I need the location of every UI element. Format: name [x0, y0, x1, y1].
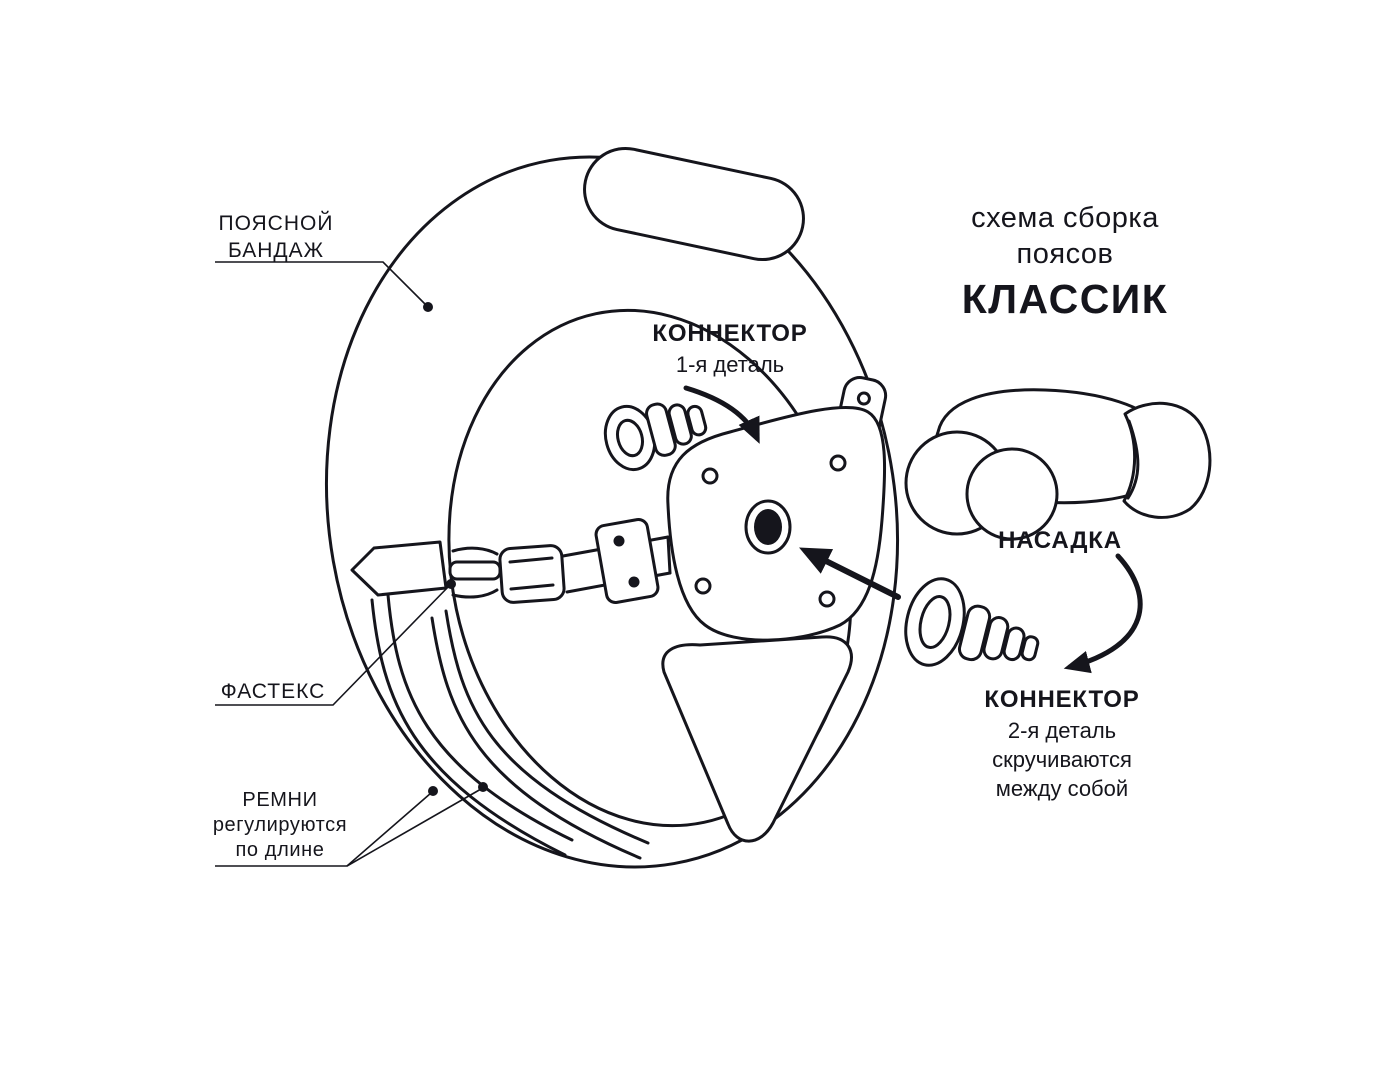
straps-line1: РЕМНИ — [242, 789, 318, 811]
connector2-title: КОННЕКТОР — [984, 686, 1140, 713]
connector1-title: КОННЕКТОР — [652, 320, 808, 347]
connector2-note1: скручиваются — [992, 747, 1132, 772]
front-panel — [661, 635, 853, 843]
connector1-subtitle: 1-я деталь — [675, 352, 785, 377]
connector-part2 — [904, 577, 1040, 667]
waistband-line2: БАНДАЖ — [227, 239, 325, 262]
label-straps: РЕМНИ регулируются по длине — [198, 788, 362, 863]
straps-line2: регулируются — [212, 814, 348, 836]
leader-waistband — [215, 261, 433, 312]
title-line2: поясов — [1016, 238, 1114, 270]
arrow-attachment — [1063, 553, 1143, 674]
fastex-buckle — [350, 540, 566, 604]
title-line3: КЛАССИК — [961, 276, 1169, 322]
strap-adjuster — [561, 518, 672, 604]
front-plate — [666, 405, 887, 642]
waist-pad — [583, 146, 805, 262]
leader-straps — [215, 782, 488, 867]
label-connector1: КОННЕКТОР 1-я деталь — [622, 320, 838, 379]
adjustable-straps — [370, 593, 650, 860]
waistband-line1: ПОЯСНОЙ — [218, 212, 334, 235]
label-fastex: ФАСТЕКС — [210, 678, 336, 705]
arrow-connector2 — [799, 547, 901, 600]
arrow-connector1 — [683, 385, 760, 444]
label-waistband: ПОЯСНОЙ БАНДАЖ — [210, 210, 342, 264]
label-connector2: КОННЕКТОР 2-я деталь скручиваются между … — [930, 686, 1194, 803]
fastex-title: ФАСТЕКС — [220, 680, 326, 703]
title-line1: схема сборка — [971, 202, 1159, 234]
attachment-title: НАСАДКА — [998, 527, 1122, 554]
connector-part1 — [603, 402, 708, 472]
leader-fastex — [215, 579, 456, 706]
connector2-subtitle: 2-я деталь — [1007, 718, 1117, 743]
straps-line3: по длине — [235, 839, 325, 861]
connector2-note2: между собой — [995, 776, 1129, 801]
diagram-title: схема сборка поясов КЛАССИК — [930, 200, 1200, 322]
dildo-attachment — [904, 388, 1212, 541]
center-hole — [744, 499, 792, 555]
label-attachment: НАСАДКА — [950, 527, 1170, 555]
